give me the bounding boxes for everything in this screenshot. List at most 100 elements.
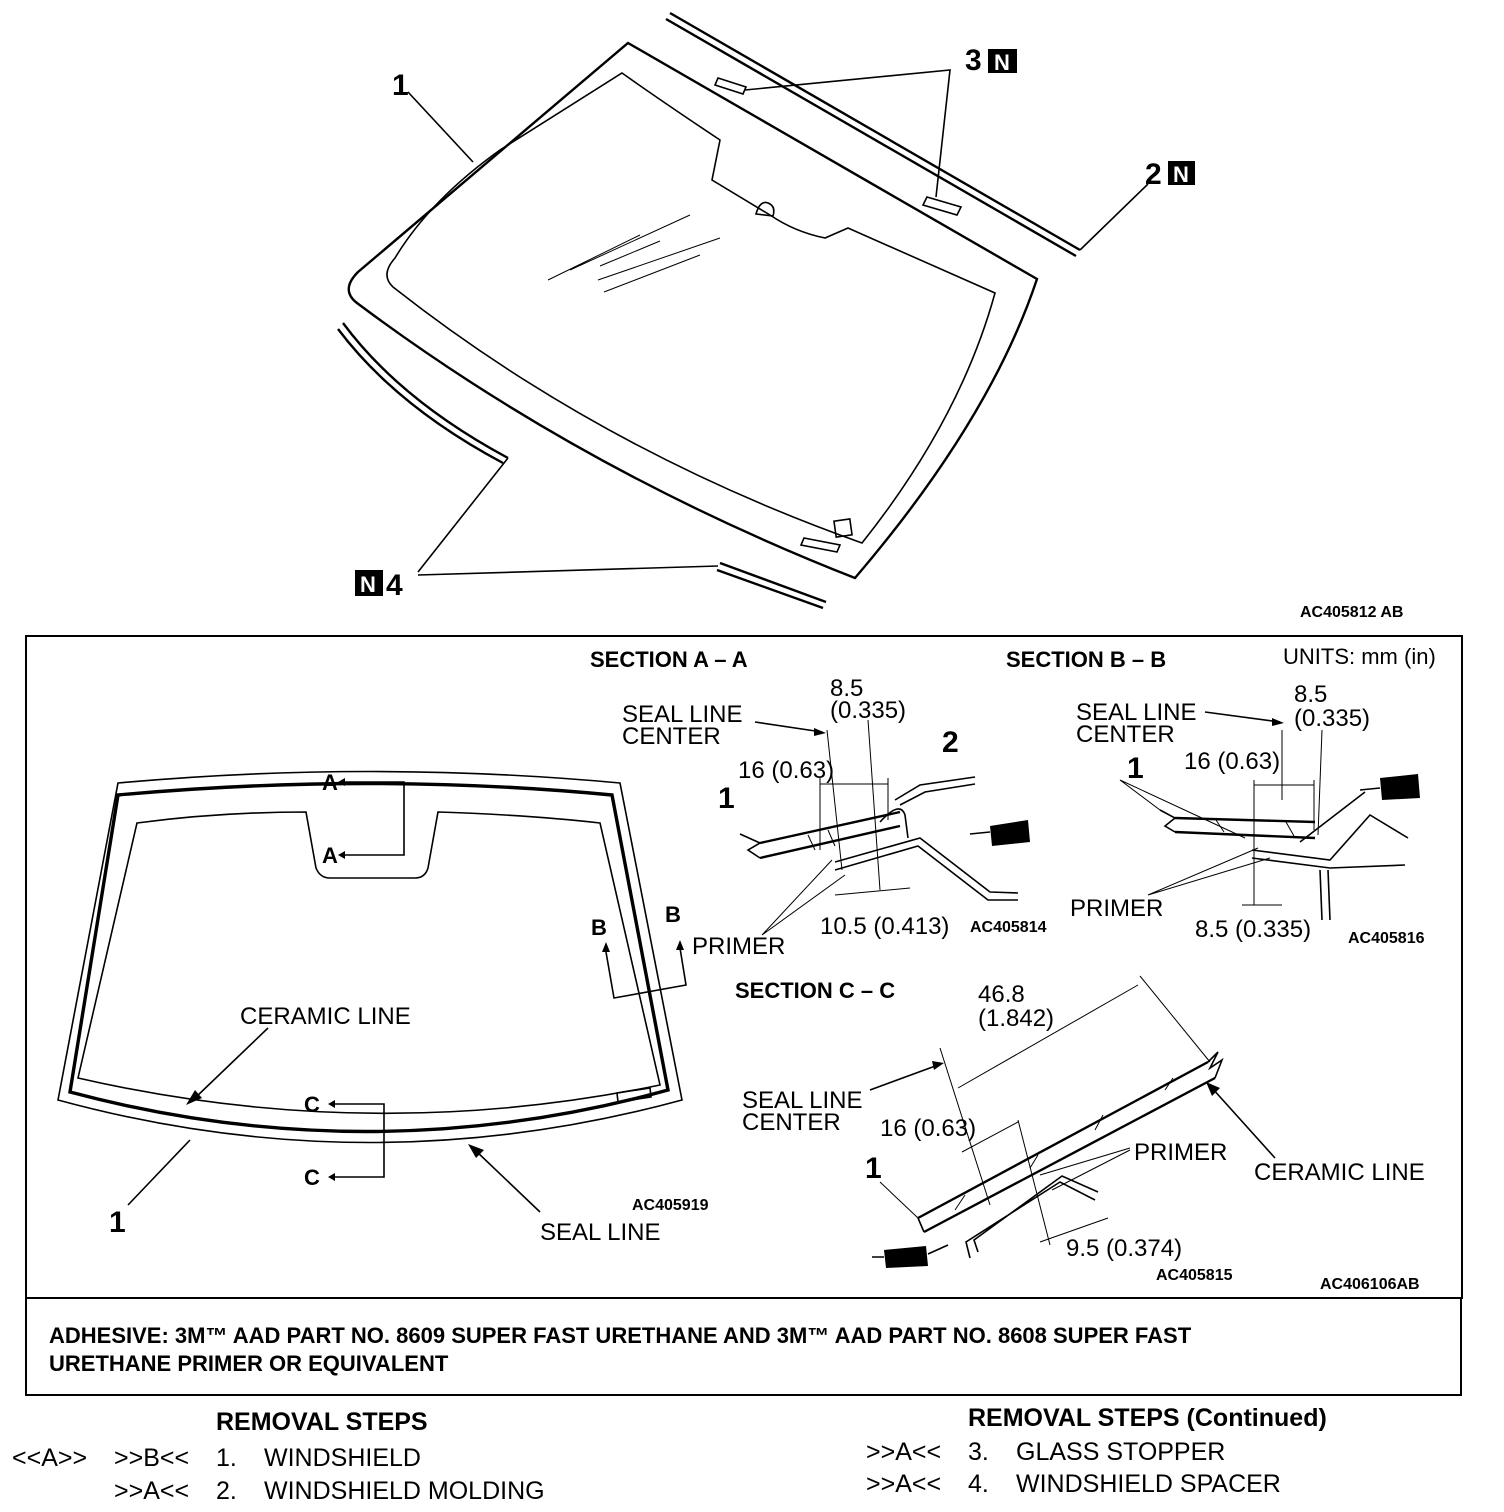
aa-dim-mid: 16 (0.63) xyxy=(738,757,834,784)
cc-callout-1: 1 xyxy=(865,1152,882,1185)
aa-glass xyxy=(759,810,901,860)
step-3-label: GLASS STOPPER xyxy=(1016,1438,1226,1466)
aa-seal-leader xyxy=(754,721,823,733)
arrow-c1 xyxy=(328,1100,335,1108)
bb-body-panel xyxy=(1251,813,1409,921)
leader-ceramic-line xyxy=(194,1027,269,1099)
aa-tube-nozzle xyxy=(969,831,991,835)
cc-primer: PRIMER xyxy=(1134,1139,1227,1166)
callout-4: 4 xyxy=(386,569,403,602)
aa-primer: PRIMER xyxy=(692,933,785,960)
front-seal-band xyxy=(68,781,670,1134)
bb-primer: PRIMER xyxy=(1070,895,1163,922)
cc-callout-leader xyxy=(879,1181,919,1219)
step-4-number: 4. xyxy=(968,1470,989,1498)
units-note: UNITS: mm (in) xyxy=(1283,644,1436,669)
aa-dim-bottom: 10.5 (0.413) xyxy=(820,913,949,940)
n-badge-3 xyxy=(988,49,1017,73)
arrow-ceramic-line xyxy=(186,1090,202,1105)
leader-2 xyxy=(1079,183,1149,251)
glass-stopper-top xyxy=(713,77,748,95)
bb-dim-top-1: 8.5 xyxy=(1294,681,1327,708)
aa-dim-16 xyxy=(819,778,889,850)
aa-body-panel xyxy=(834,837,1019,901)
windshield-molding-outer xyxy=(669,11,1081,252)
fig-id-top: AC405812 AB xyxy=(1300,604,1403,621)
callout-2: 2 xyxy=(1145,158,1162,191)
bb-callout-1: 1 xyxy=(1127,752,1144,785)
ceramic-inner-line xyxy=(386,72,996,544)
arrow-seal-line xyxy=(468,1144,484,1158)
cc-dim-mid: 16 (0.63) xyxy=(880,1115,976,1142)
mark-a-bottom: A xyxy=(322,843,338,868)
mark-b-right: B xyxy=(665,902,681,927)
step-3-number: 3. xyxy=(968,1438,989,1466)
cc-glass-hatch xyxy=(954,1077,1174,1211)
mirror-mount xyxy=(754,201,775,217)
cc-seal-line-1: SEAL LINE xyxy=(742,1087,863,1114)
windshield-glass-outline xyxy=(347,41,1039,580)
aa-dim-top-1: 8.5 xyxy=(830,675,863,702)
cc-primer-leaders xyxy=(1039,1147,1131,1191)
label-ceramic-line: CERAMIC LINE xyxy=(240,1003,411,1030)
aa-glass-hatch xyxy=(807,829,836,851)
aa-adhesive-tube xyxy=(990,820,1030,846)
aa-fig-id: AC405814 xyxy=(970,919,1047,936)
cc-tube-nozzle xyxy=(872,1244,949,1258)
leader-4 xyxy=(417,457,719,576)
windshield-spacer-left-b xyxy=(337,328,504,465)
front-glass-outline xyxy=(57,770,683,1144)
cc-body-panel xyxy=(965,1175,1099,1259)
arrow-b2 xyxy=(676,940,684,950)
cc-glass-edge xyxy=(917,1217,925,1233)
step-1-remove-mark: >>B<< xyxy=(114,1444,190,1472)
arrow-a2 xyxy=(338,851,345,859)
bb-glass-break xyxy=(1159,809,1177,833)
section-cc-line xyxy=(335,1103,385,1178)
section-cc: SECTION C – C 46.8 (1.842) SEAL LINE CEN… xyxy=(735,975,1425,1284)
bb-dim-bottom: 8.5 (0.335) xyxy=(1195,916,1311,943)
arrow-b1 xyxy=(602,942,610,952)
bb-dim-top-2: (0.335) xyxy=(1294,705,1370,732)
callout-1: 1 xyxy=(392,69,409,102)
windshield-spacer-bottom-b xyxy=(716,568,824,610)
bb-seal-line-2: CENTER xyxy=(1076,721,1175,748)
n-badge-2-text: N xyxy=(1173,162,1189,187)
aa-dim-lines xyxy=(826,719,911,896)
label-seal-line: SEAL LINE xyxy=(540,1219,661,1246)
step-1-number: 1. xyxy=(216,1444,237,1472)
step-2-number: 2. xyxy=(216,1477,237,1505)
bb-fig-id: AC405816 xyxy=(1348,930,1425,947)
cc-dim-top-1: 46.8 xyxy=(978,981,1025,1008)
cc-dim-top-2: (1.842) xyxy=(978,1005,1054,1032)
cc-dim-lines xyxy=(939,975,1211,1246)
mark-a-top: A xyxy=(322,770,338,795)
mark-b-left: B xyxy=(591,915,607,940)
aa-molding xyxy=(879,776,976,839)
cc-dim-bottom: 9.5 (0.374) xyxy=(1066,1235,1182,1262)
n-badge-2 xyxy=(1168,161,1195,185)
section-cc-title: SECTION C – C xyxy=(735,978,895,1003)
bb-seal-line-1: SEAL LINE xyxy=(1076,699,1197,726)
bb-dim-lines xyxy=(1242,729,1323,906)
step-2-remove-mark: >>A<< xyxy=(114,1477,190,1505)
removal-steps-title: REMOVAL STEPS xyxy=(216,1408,428,1436)
front-inspection-mark xyxy=(616,1087,652,1103)
step-1-label: WINDSHIELD xyxy=(264,1444,421,1472)
removal-steps: REMOVAL STEPS <<A>> >>B<< 1. WINDSHIELD … xyxy=(0,1404,760,1510)
mark-c-bottom: C xyxy=(304,1165,320,1190)
adhesive-line-1: ADHESIVE: 3M™ AAD PART NO. 8609 SUPER FA… xyxy=(49,1323,1192,1348)
cc-ceramic-arrow xyxy=(1206,1082,1220,1096)
sections-box xyxy=(25,635,1463,1299)
section-aa-line xyxy=(345,781,405,856)
aa-callout-1: 1 xyxy=(718,782,735,815)
aa-primer-leaders xyxy=(761,859,846,936)
section-aa: SECTION A – A 8.5 (0.335) SEAL LINE CENT… xyxy=(590,647,1047,960)
step-3-remove-mark: >>A<< xyxy=(866,1438,942,1466)
arrow-a1 xyxy=(338,778,345,786)
bb-dim-mid: 16 (0.63) xyxy=(1184,748,1280,775)
n-badge-4 xyxy=(355,570,383,596)
step-1-install-mark: <<A>> xyxy=(12,1444,88,1472)
windshield-molding-inner xyxy=(665,17,1077,258)
